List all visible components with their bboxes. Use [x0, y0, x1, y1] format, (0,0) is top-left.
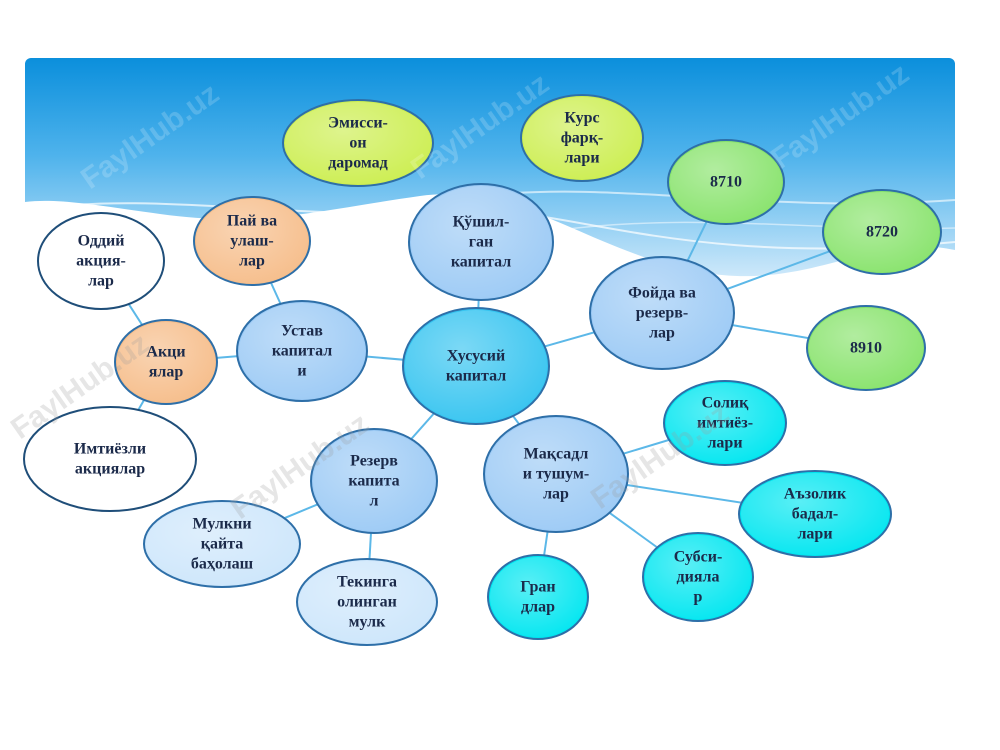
node-center: Хусусий капитал	[402, 307, 550, 425]
node-grant-label-line: длар	[521, 599, 555, 616]
node-n8710: 8710	[667, 139, 785, 225]
node-rezerv-label-line: Резерв	[350, 453, 398, 470]
node-maqsadli-highlight	[486, 418, 626, 530]
node-ustav-label-line: и	[297, 363, 306, 380]
node-mulkni-label-line: қайта	[201, 536, 244, 553]
node-grant-highlight	[490, 557, 586, 637]
node-soliq-label-line: имтиёз-	[697, 415, 753, 432]
concept-nodes: ХусусийкапиталУставкапиталиҚўшил-ганкапи…	[23, 94, 942, 646]
node-emission: Эмисси-он даромад	[282, 99, 434, 187]
node-imtiyozli-label-line: Имтиёзли	[74, 441, 146, 458]
node-center-label-line: капитал	[446, 368, 506, 385]
node-oddiy-highlight	[40, 215, 162, 307]
node-azolik-label-line: бадал-	[792, 506, 839, 523]
node-foyda-label-line: резерв-	[636, 305, 688, 322]
node-n8910-highlight	[809, 308, 923, 388]
node-ustav-label-line: Устав	[281, 323, 323, 340]
node-soliq-label-line: лари	[707, 435, 742, 452]
node-subsidiya-highlight	[645, 535, 751, 619]
node-oddiy: Оддий акция-лар	[37, 212, 165, 310]
node-azolik: Аъзолик бадал-лари	[738, 470, 892, 558]
node-kurs-label-line: лари	[564, 150, 599, 167]
node-maqsadli: Мақсадл и тушум-лар	[483, 415, 629, 533]
node-kurs: Курс фарқ-лари	[520, 94, 644, 182]
node-emission-highlight	[285, 102, 431, 184]
node-kurs-highlight	[523, 97, 641, 179]
node-oddiy-label-line: Оддий	[78, 233, 125, 250]
node-maqsadli-label-line: Мақсадл	[524, 446, 589, 463]
node-aksiyalar-highlight	[117, 322, 215, 402]
node-mulkni-label-line: Мулкни	[192, 516, 251, 533]
node-emission-label-line: он	[349, 135, 366, 152]
node-kurs-label-line: фарқ-	[561, 130, 604, 147]
node-qushilgan: Қўшил-ган капитал	[408, 183, 554, 301]
node-tekinga-label-line: Текинга	[337, 574, 397, 591]
node-oddiy-label-line: акция-	[76, 253, 126, 270]
node-tekinga-label-line: олинган	[337, 594, 397, 611]
node-grant: Гран длар	[487, 554, 589, 640]
node-emission-label-line: даромад	[328, 155, 388, 172]
node-qushilgan-label-line: капитал	[451, 254, 511, 271]
node-pay: Пай ва улаш-лар	[193, 196, 311, 286]
node-soliq-label-line: Солиқ	[702, 395, 750, 412]
node-aksiyalar: Акци ялар	[114, 319, 218, 405]
node-aksiyalar-label-line: ялар	[149, 364, 184, 381]
node-center-label-line: Хусусий	[447, 348, 505, 365]
node-rezerv-label-line: капита	[348, 473, 399, 490]
node-n8720: 8720	[822, 189, 942, 275]
node-ustav-highlight	[239, 303, 365, 399]
node-azolik-label-line: лари	[797, 526, 832, 543]
node-pay-highlight	[196, 199, 308, 283]
node-subsidiya-label-line: р	[694, 589, 703, 606]
node-azolik-highlight	[741, 473, 889, 555]
node-maqsadli-label-line: лар	[543, 486, 569, 503]
node-imtiyozli: Имтиёзли акциялар	[23, 406, 197, 512]
node-rezerv: Резерв капита л	[310, 428, 438, 534]
node-n8910: 8910	[806, 305, 926, 391]
node-grant-label-line: Гран	[520, 579, 555, 596]
node-pay-label-line: Пай ва	[227, 213, 277, 230]
node-pay-label-line: лар	[239, 253, 265, 270]
node-imtiyozli-highlight	[26, 409, 194, 509]
node-aksiyalar-label-line: Акци	[146, 344, 185, 361]
node-tekinga: Текинга олинган мулк	[296, 558, 438, 646]
node-rezerv-label-line: л	[370, 493, 379, 510]
node-soliq-highlight	[666, 383, 784, 463]
node-n8710-highlight	[670, 142, 782, 222]
node-foyda-label-line: лар	[649, 325, 675, 342]
node-kurs-label-line: Курс	[564, 110, 599, 127]
node-foyda: Фойда ва резерв-лар	[589, 256, 735, 370]
node-center-highlight	[405, 310, 547, 422]
node-tekinga-highlight	[299, 561, 435, 643]
node-foyda-highlight	[592, 259, 732, 367]
node-n8720-highlight	[825, 192, 939, 272]
node-mulkni: Мулкни қайта баҳолаш	[143, 500, 301, 588]
node-ustav-label-line: капитал	[272, 343, 332, 360]
node-pay-label-line: улаш-	[230, 233, 273, 250]
node-n8910-label-line: 8910	[850, 340, 882, 357]
node-azolik-label-line: Аъзолик	[784, 486, 847, 503]
node-n8710-label-line: 8710	[710, 174, 742, 191]
node-imtiyozli-label-line: акциялар	[75, 461, 145, 478]
node-rezerv-highlight	[313, 431, 435, 531]
node-qushilgan-highlight	[411, 186, 551, 298]
node-foyda-label-line: Фойда ва	[628, 285, 696, 302]
node-maqsadli-label-line: и тушум-	[523, 466, 589, 483]
node-emission-label-line: Эмисси-	[328, 115, 388, 132]
node-soliq: Солиқ имтиёз-лари	[663, 380, 787, 466]
node-ustav: Устав капитал и	[236, 300, 368, 402]
node-mulkni-highlight	[146, 503, 298, 585]
node-tekinga-label-line: мулк	[349, 614, 386, 631]
node-subsidiya-label-line: дияла	[677, 569, 720, 586]
node-qushilgan-label-line: Қўшил-	[453, 214, 510, 231]
node-n8720-label-line: 8720	[866, 224, 898, 241]
node-subsidiya-label-line: Субси-	[674, 549, 723, 566]
node-oddiy-label-line: лар	[88, 273, 114, 290]
node-mulkni-label-line: баҳолаш	[191, 556, 254, 573]
node-subsidiya: Субси-дияла р	[642, 532, 754, 622]
node-qushilgan-label-line: ган	[469, 234, 493, 251]
